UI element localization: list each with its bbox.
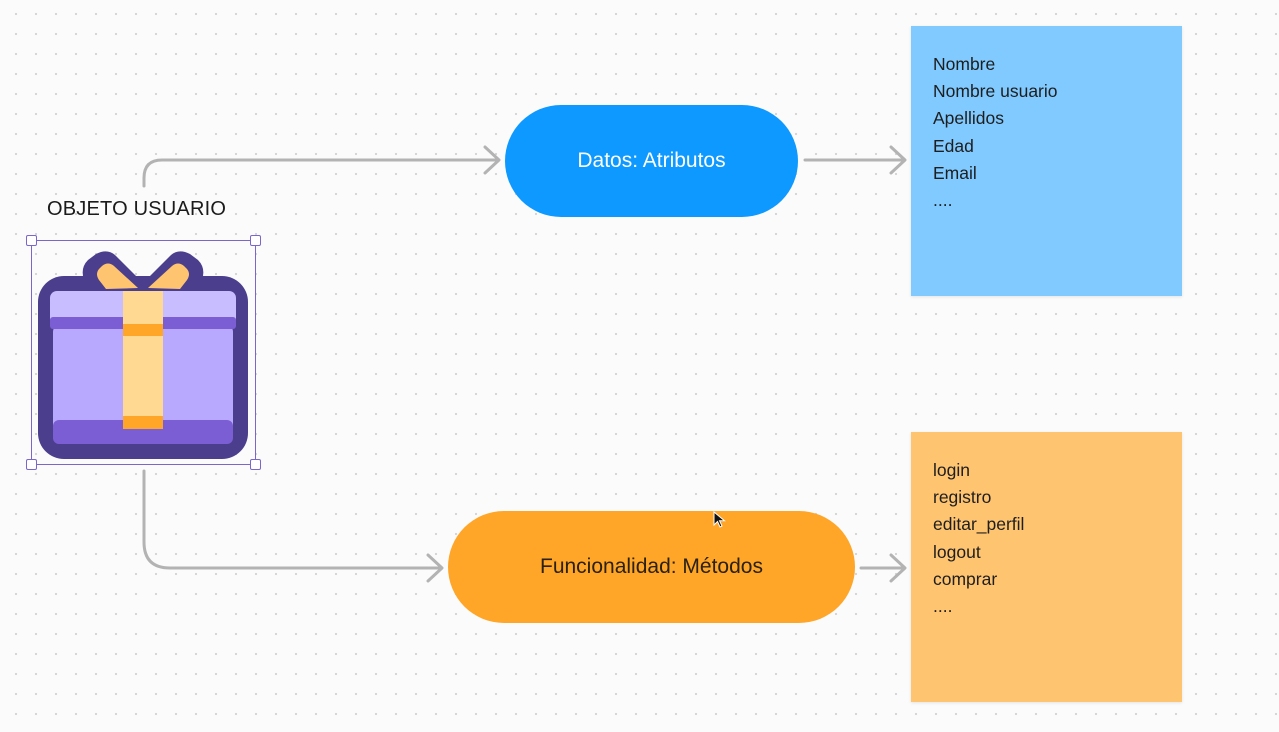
list-item: Nombre <box>933 54 996 74</box>
resize-handle-bottom-left[interactable] <box>26 459 37 470</box>
resize-handle-bottom-right[interactable] <box>250 459 261 470</box>
connector-object-to-methods[interactable] <box>142 469 443 570</box>
methods-node-label: Funcionalidad: Métodos <box>540 555 763 578</box>
list-item: comprar <box>933 568 998 589</box>
attributes-node-label: Datos: Atributos <box>577 149 726 172</box>
list-item: login <box>933 460 970 480</box>
list-item: Edad <box>933 135 974 156</box>
methods-list: login registro editar_perfil logout comp… <box>933 457 1160 620</box>
connector-object-to-attributes[interactable] <box>142 158 500 188</box>
gift-icon[interactable] <box>36 246 250 460</box>
list-item: Email <box>933 162 977 183</box>
arrowhead-attributes <box>483 145 501 175</box>
arrowhead-methods-note <box>889 553 907 583</box>
resize-handle-top-right[interactable] <box>250 235 261 246</box>
object-title[interactable]: OBJETO USUARIO <box>47 198 227 220</box>
attributes-node[interactable]: Datos: Atributos <box>505 105 798 217</box>
attributes-sticky-note[interactable]: Nombre Nombre usuario Apellidos Edad Ema… <box>911 26 1182 296</box>
attributes-list: Nombre Nombre usuario Apellidos Edad Ema… <box>933 51 1160 214</box>
selection-box[interactable] <box>26 235 261 470</box>
list-item: registro <box>933 487 992 508</box>
list-item: .... <box>933 596 953 617</box>
arrowhead-methods <box>426 553 444 583</box>
list-item: Nombre usuario <box>933 81 1058 102</box>
methods-sticky-note[interactable]: login registro editar_perfil logout comp… <box>911 432 1182 702</box>
list-item: Apellidos <box>933 108 1005 129</box>
resize-handle-top-left[interactable] <box>26 235 37 246</box>
arrowhead-attributes-note <box>889 145 907 175</box>
list-item: logout <box>933 541 981 562</box>
mouse-cursor-icon <box>713 511 726 528</box>
methods-node[interactable]: Funcionalidad: Métodos <box>448 511 855 623</box>
list-item: .... <box>933 190 953 211</box>
list-item: editar_perfil <box>933 514 1025 535</box>
